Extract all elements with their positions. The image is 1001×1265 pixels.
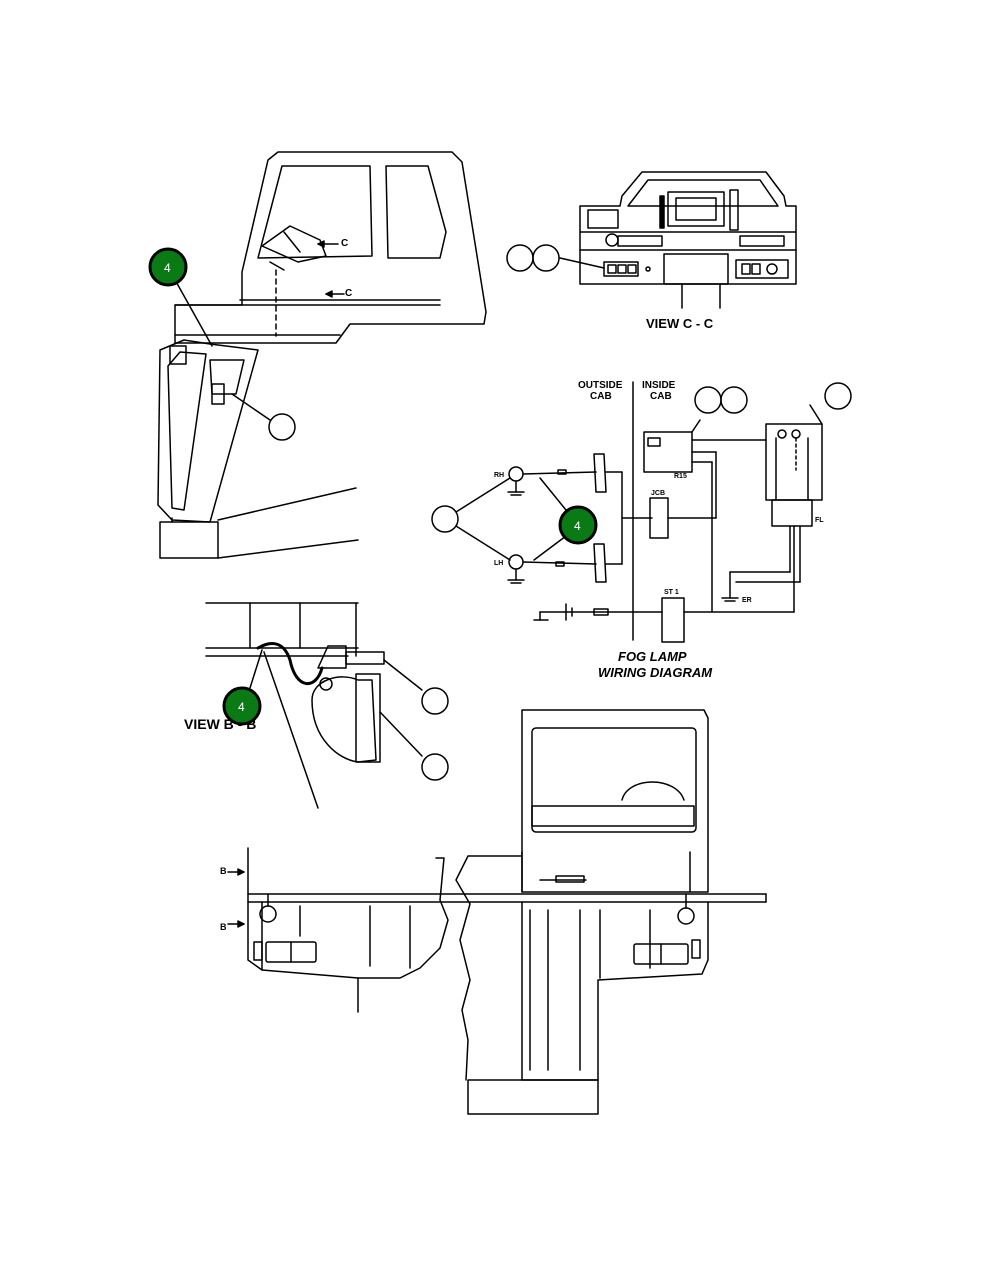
callout-blank-cab-side xyxy=(268,413,296,441)
er-label: ER xyxy=(742,597,752,604)
callout-blank-view-cc-a xyxy=(506,244,534,272)
outside-cab-line1: OUTSIDE xyxy=(578,380,623,391)
callout-blank-wiring-relay-b xyxy=(720,386,748,414)
callout-blank-wiring-lamps xyxy=(431,505,459,533)
jcb-label: JCB xyxy=(651,490,665,497)
callout-blank-wiring-switch xyxy=(824,382,852,410)
section-b-label-upper: B xyxy=(220,866,227,876)
callout-blank-view-bb-a xyxy=(421,687,449,715)
diagram-title-line2: WIRING DIAGRAM xyxy=(598,665,713,680)
view-cc-title: VIEW C - C xyxy=(646,316,714,331)
section-b-label-lower: B xyxy=(220,922,227,932)
callouts: 4 4 4 xyxy=(148,244,852,781)
section-c-label-upper: C xyxy=(341,238,348,249)
diagram-title-line1: FOG LAMP xyxy=(618,649,687,664)
callout-4-view-bb-label: 4 xyxy=(238,700,245,714)
callout-blank-view-cc-b xyxy=(532,244,560,272)
view-cc-dashboard: VIEW C - C xyxy=(559,171,797,331)
fl-label: FL xyxy=(815,517,824,524)
callout-4-wiring: 4 xyxy=(558,505,598,545)
callout-blank-wiring-relay-a xyxy=(694,386,722,414)
callout-4-view-bb: 4 xyxy=(222,686,262,726)
outside-cab-line2: CAB xyxy=(590,391,612,402)
callout-4-cab-side-label: 4 xyxy=(164,261,171,275)
fog-lamp-wiring-diagram: OUTSIDE CAB INSIDE CAB RH LH JCB xyxy=(455,380,824,680)
cab-side-view: C C xyxy=(157,151,487,559)
st1-label: ST 1 xyxy=(664,589,679,596)
lh-label: LH xyxy=(494,560,503,567)
callout-4-cab-side: 4 xyxy=(148,247,188,287)
front-view: B B xyxy=(220,709,767,1115)
section-c-label-lower: C xyxy=(345,288,352,299)
view-bb-detail: VIEW B - B xyxy=(184,602,423,809)
callout-4-wiring-label: 4 xyxy=(574,519,581,533)
inside-cab-line1: INSIDE xyxy=(642,380,676,391)
callout-blank-view-bb-b xyxy=(421,753,449,781)
rh-label: RH xyxy=(494,472,504,479)
inside-cab-line2: CAB xyxy=(650,391,672,402)
r15-label: R15 xyxy=(674,473,687,480)
